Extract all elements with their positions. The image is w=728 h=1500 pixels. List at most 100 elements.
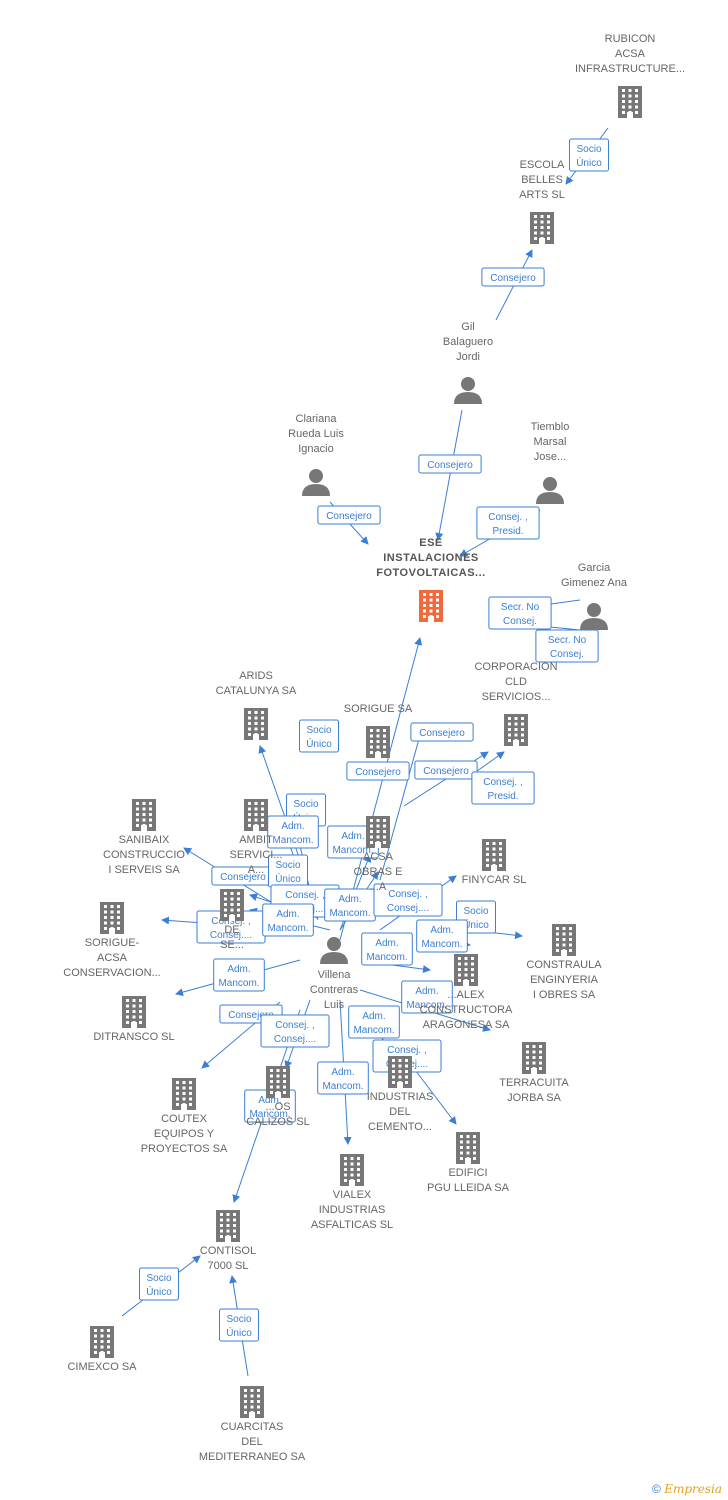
edge-label[interactable]: Consejero — [346, 761, 410, 781]
node-rubicon[interactable]: RUBICONACSAINFRASTRUCTURE... — [575, 33, 685, 118]
node-label: DEL — [241, 1436, 262, 1448]
person-icon — [536, 477, 564, 504]
edge-label-text: Mancom. — [406, 1000, 447, 1011]
edge-label-text: Consej. , — [387, 1045, 426, 1056]
node-tiemblo[interactable]: TiembloMarsalJose... — [531, 421, 570, 504]
node-ese[interactable]: ESEINSTALACIONESFOTOVOLTAICAS... — [376, 537, 485, 622]
node-label: ESE — [419, 537, 443, 549]
edge-label[interactable]: Consejero — [410, 722, 474, 742]
edge-label[interactable]: Adm.Mancom. — [324, 888, 376, 922]
edge-label-text: Presid. — [487, 791, 518, 802]
edge-label[interactable]: Adm.Mancom. — [267, 815, 319, 849]
edge-label[interactable]: Consej. ,Consej.... — [260, 1014, 330, 1048]
edge-label-text: Mancom. — [218, 978, 259, 989]
node-industrias[interactable]: INDUSTRIASDELCEMENTO... — [367, 1056, 434, 1133]
building-icon — [552, 924, 576, 956]
node-label: CONSTRUCTORA — [420, 1004, 513, 1016]
edge-label-text: Mancom. — [332, 845, 373, 856]
edge-gil-to-ese — [435, 409, 463, 541]
node-label: DEL — [389, 1106, 410, 1118]
node-ditransco[interactable]: DITRANSCO SL — [93, 996, 175, 1043]
edge-label-text: Consej. , — [285, 890, 324, 901]
edge-label[interactable]: Adm.Mancom. — [416, 919, 468, 953]
edge-label[interactable]: Adm.Mancom. — [348, 1005, 400, 1039]
building-icon — [482, 839, 506, 871]
building-icon — [266, 1066, 290, 1098]
edge-label[interactable]: Consej. ,Consej.... — [373, 883, 443, 917]
edge-label-text: Socio — [306, 725, 331, 736]
building-icon — [244, 799, 268, 831]
person-icon — [454, 377, 482, 404]
edge-label[interactable]: Adm.Mancom. — [401, 980, 453, 1014]
node-sorigue[interactable]: SORIGUE SA — [344, 703, 413, 758]
footer-brand[interactable]: © Empresia — [652, 1482, 722, 1496]
node-label: ACSA — [615, 48, 646, 60]
node-cimexco[interactable]: CIMEXCO SA — [67, 1326, 137, 1373]
nodes-layer: RUBICONACSAINFRASTRUCTURE...ESCOLABELLES… — [63, 33, 685, 1463]
node-corporacion[interactable]: CORPORACIONCLDSERVICIOS... — [474, 661, 558, 746]
edge-label[interactable]: Consejero — [418, 454, 482, 474]
node-label: ACSA — [97, 952, 128, 964]
edge-label-text: Mancom. — [322, 1081, 363, 1092]
node-label: PROYECTOS SA — [141, 1143, 228, 1155]
edge-label[interactable]: Adm.Mancom. — [262, 903, 314, 937]
edge-label[interactable]: Consejero — [481, 267, 545, 287]
building-icon — [618, 86, 642, 118]
building-icon — [216, 1210, 240, 1242]
node-label: ASFALTICAS SL — [311, 1219, 393, 1231]
edge-label[interactable]: Consej. ,Presid. — [471, 771, 535, 805]
node-label: SERVICI... — [230, 849, 283, 861]
node-label: OBRAS E — [354, 866, 403, 878]
edge-label[interactable]: Consejero — [414, 760, 478, 780]
edge-label-text: Consejero — [423, 766, 469, 777]
edge-label-text: Mancom. — [249, 1109, 290, 1120]
node-label: COUTEX — [161, 1113, 208, 1125]
brand-name: Empresia — [664, 1482, 722, 1496]
edge-label[interactable]: Consejero — [211, 866, 275, 886]
node-label: ACSA — [363, 851, 394, 863]
edge-label[interactable]: Consejero — [317, 505, 381, 525]
edge-label[interactable]: Adm.Mancom. — [361, 932, 413, 966]
node-coutex[interactable]: COUTEX EQUIPOS Y PROYECTOS SA — [141, 1078, 228, 1155]
edge-label[interactable]: Consej. ,Presid. — [476, 506, 540, 540]
node-label: INDUSTRIAS — [367, 1091, 434, 1103]
edge-label-text: Socio — [576, 144, 601, 155]
node-label: A... — [248, 864, 265, 876]
node-finycar[interactable]: FINYCAR SL — [462, 839, 527, 886]
node-label: INFRASTRUCTURE... — [575, 63, 685, 75]
building-icon — [122, 996, 146, 1028]
node-label: Rueda Luis — [288, 428, 344, 440]
node-ambit[interactable]: AMBITSERVICI...A... — [230, 799, 283, 876]
edge-label[interactable]: Adm.Mancom. — [317, 1061, 369, 1095]
node-label: SE... — [220, 939, 244, 951]
node-label: EQUIPOS Y — [154, 1128, 215, 1140]
edge-label[interactable]: Adm.Mancom. — [213, 958, 265, 992]
node-hidden_de[interactable]: DESE... — [220, 889, 244, 951]
node-sorigue_acsa[interactable]: SORIGUE-ACSACONSERVACION... — [63, 902, 161, 979]
person-icon — [302, 469, 330, 496]
edge-label-text: Consejero — [419, 728, 465, 739]
edge-label-text: Mancom. — [366, 952, 407, 963]
